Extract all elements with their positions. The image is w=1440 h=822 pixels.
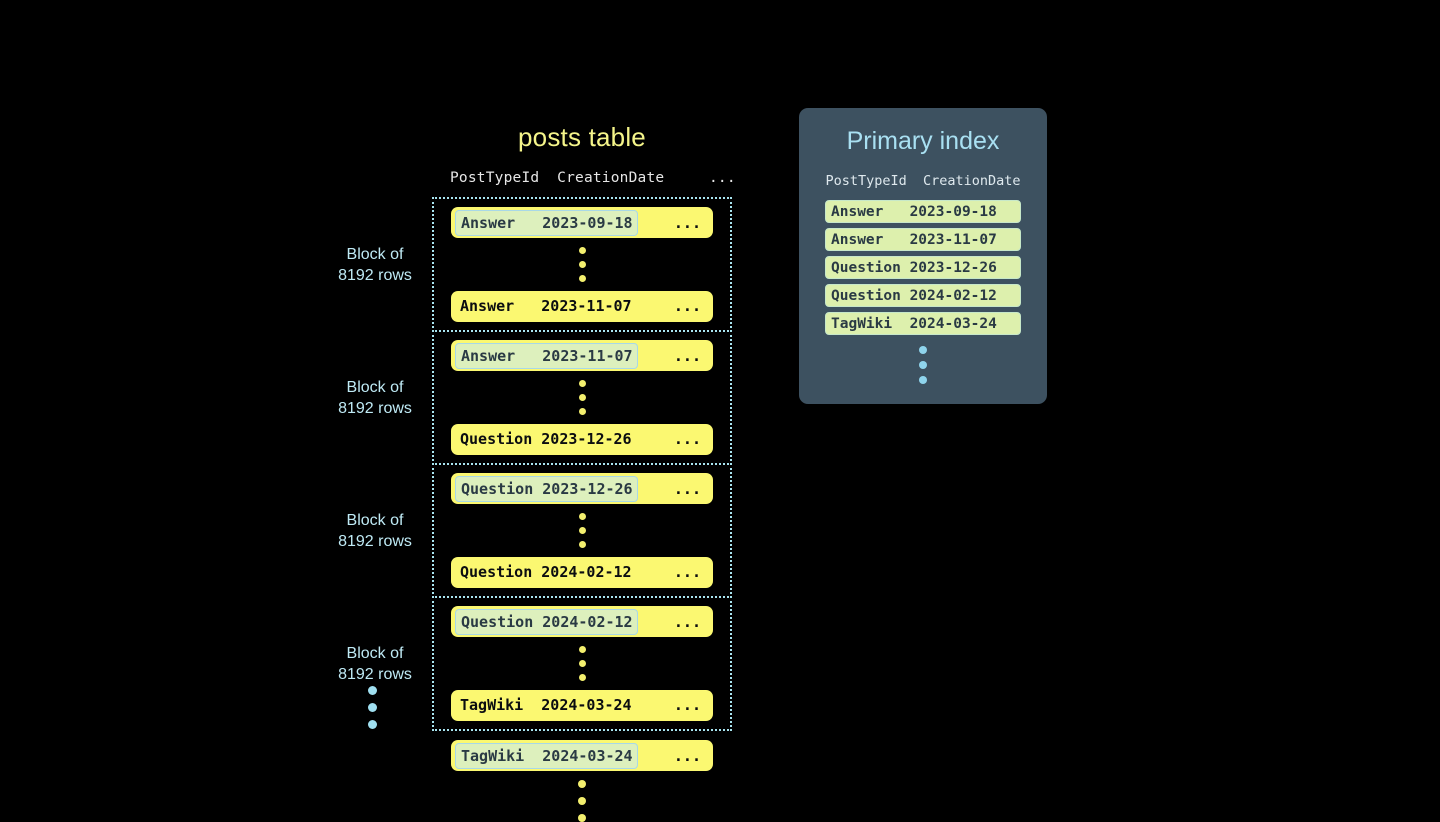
dot (578, 275, 586, 282)
row-label: Answer 2023-11-07 (460, 297, 632, 315)
block-size-label-line2: 8192 rows (338, 399, 412, 417)
index-row-label: Answer 2023-09-18 (831, 203, 997, 220)
block-size-label: Block of 8192 rows (310, 643, 440, 685)
index-row: Answer 2023-09-18 (825, 200, 1021, 223)
primary-index-panel: Primary index PostTypeId CreationDate An… (799, 108, 1047, 404)
table-row: Answer 2023-11-07... (451, 340, 713, 371)
row-ellipsis: ... (673, 347, 701, 365)
row-label: Question 2023-12-26 (460, 430, 632, 448)
index-row-label: TagWiki 2024-03-24 (831, 315, 997, 332)
posts-table-block: Answer 2023-11-07...Question 2023-12-26.… (432, 330, 732, 465)
posts-table-diagram: posts table PostTypeId CreationDate ... … (432, 120, 736, 822)
row-label: TagWiki 2024-03-24 (461, 746, 633, 765)
page-title: posts table (518, 122, 646, 152)
row-label: Question 2024-02-12 (461, 612, 633, 631)
row-label: Question 2023-12-26 (461, 479, 633, 498)
table-row: Question 2024-02-12... (451, 606, 713, 637)
posts-table-blocks: Answer 2023-09-18...Answer 2023-11-07...… (432, 197, 732, 731)
block-size-label-line1: Block of (346, 245, 404, 263)
row-ellipsis: ... (673, 563, 701, 581)
block-size-label-line1: Block of (346, 644, 404, 662)
block-size-label-line1: Block of (346, 511, 404, 529)
dot (578, 394, 586, 401)
block-size-label-line2: 8192 rows (338, 266, 412, 284)
index-row: Question 2024-02-12 (825, 284, 1021, 307)
dot (368, 720, 377, 729)
index-row-label: Answer 2023-11-07 (831, 231, 997, 248)
dot (578, 513, 586, 520)
table-row: TagWiki 2024-03-24... (451, 690, 713, 721)
row-ellipsis: ... (673, 297, 701, 315)
table-row: Question 2023-12-26... (451, 473, 713, 504)
dot (578, 527, 586, 534)
primary-index-column-headers: PostTypeId CreationDate (825, 173, 1021, 189)
row-ellipsis: ... (673, 480, 701, 498)
posts-table-block: Question 2024-02-12...TagWiki 2024-03-24… (432, 596, 732, 731)
index-row: Question 2023-12-26 (825, 256, 1021, 279)
table-row: Question 2023-12-26... (451, 424, 713, 455)
block-size-label: Block of 8192 rows (310, 377, 440, 419)
dot (578, 674, 586, 681)
left-continuation-dots (368, 686, 377, 729)
row-ellipsis: ... (673, 747, 701, 765)
dot (578, 380, 586, 387)
dot (578, 780, 586, 788)
table-row: Answer 2023-09-18... (451, 207, 713, 238)
dot (578, 797, 586, 805)
dot (578, 541, 586, 548)
block-continuation-dots (434, 637, 730, 690)
posts-table-block: Answer 2023-09-18...Answer 2023-11-07... (432, 197, 732, 332)
row-label: Question 2024-02-12 (460, 563, 632, 581)
dot (578, 408, 586, 415)
block-continuation-dots (434, 504, 730, 557)
row-ellipsis: ... (673, 430, 701, 448)
row-ellipsis: ... (673, 696, 701, 714)
row-highlight-box: Answer 2023-11-07 (455, 342, 638, 369)
dot (578, 261, 586, 268)
row-ellipsis: ... (673, 613, 701, 631)
row-highlight-box: Answer 2023-09-18 (455, 209, 638, 236)
dot (578, 660, 586, 667)
dot (919, 376, 927, 384)
dot (368, 703, 377, 712)
table-row: Question 2024-02-12... (451, 557, 713, 588)
row-label: Answer 2023-09-18 (461, 213, 633, 232)
block-continuation-dots (434, 238, 730, 291)
dot (919, 361, 927, 369)
table-row: TagWiki 2024-03-24... (451, 740, 713, 771)
dot (578, 814, 586, 822)
table-row: Answer 2023-11-07... (451, 291, 713, 322)
row-highlight-box: TagWiki 2024-03-24 (455, 742, 638, 769)
index-row-label: Question 2024-02-12 (831, 287, 997, 304)
row-label: Answer 2023-11-07 (461, 346, 633, 365)
posts-table-continuation-dots (432, 780, 732, 822)
block-size-label-line1: Block of (346, 378, 404, 396)
dot (578, 646, 586, 653)
posts-table-column-headers: PostTypeId CreationDate ... (450, 170, 736, 186)
block-size-label: Block of 8192 rows (310, 244, 440, 286)
dot (578, 247, 586, 254)
dot (919, 346, 927, 354)
row-highlight-box: Question 2024-02-12 (455, 608, 638, 635)
index-row-label: Question 2023-12-26 (831, 259, 997, 276)
posts-table-block: Question 2023-12-26...Question 2024-02-1… (432, 463, 732, 598)
index-row: Answer 2023-11-07 (825, 228, 1021, 251)
index-row: TagWiki 2024-03-24 (825, 312, 1021, 335)
posts-table-trailing-row-wrap: TagWiki 2024-03-24... (432, 740, 732, 771)
block-size-label-line2: 8192 rows (338, 532, 412, 550)
dot (368, 686, 377, 695)
row-ellipsis: ... (673, 214, 701, 232)
primary-index-continuation-dots (799, 346, 1047, 384)
row-highlight-box: Question 2023-12-26 (455, 475, 638, 502)
primary-index-title: Primary index (846, 127, 1000, 155)
row-label: TagWiki 2024-03-24 (460, 696, 632, 714)
block-continuation-dots (434, 371, 730, 424)
block-size-label-line2: 8192 rows (338, 665, 412, 683)
block-size-label: Block of 8192 rows (310, 510, 440, 552)
